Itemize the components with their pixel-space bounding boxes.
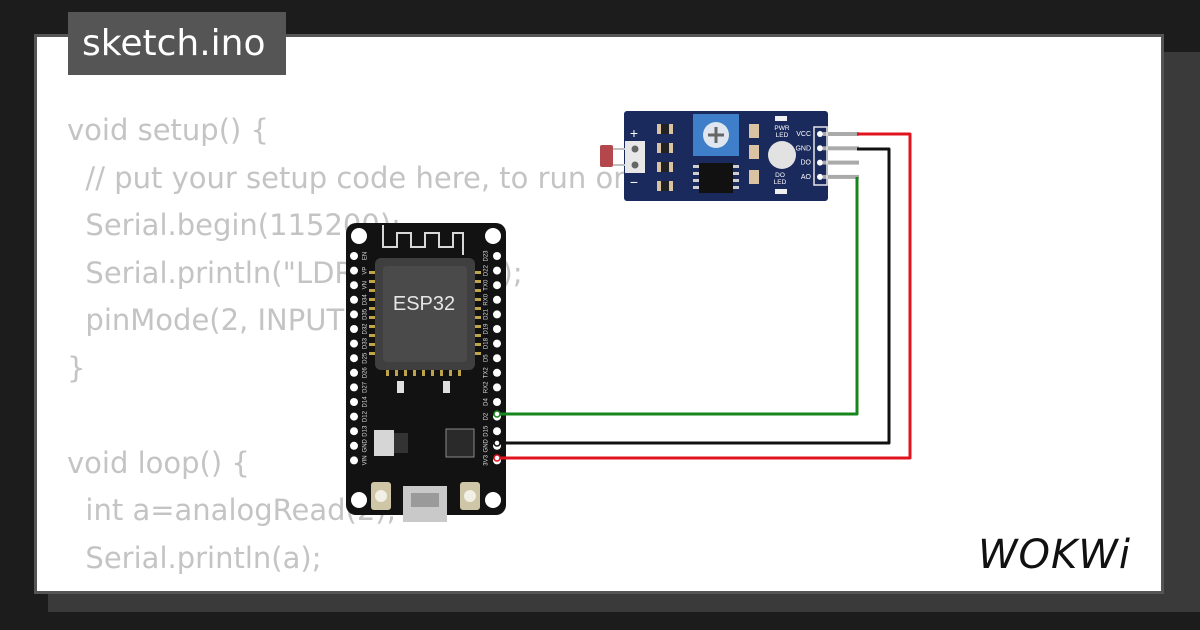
- esp32-pin-label: D21: [484, 308, 490, 320]
- ldr-pin-label: VCC: [796, 131, 811, 138]
- minus-marker: −: [630, 174, 638, 190]
- esp32-pin-label: D22: [484, 264, 490, 276]
- esp32-pin-label: D27: [363, 381, 369, 393]
- esp32-label: ESP32: [393, 293, 455, 315]
- code-line[interactable]: }: [67, 350, 86, 385]
- esp32-pin[interactable]: [350, 281, 358, 290]
- ldr-pin[interactable]: [817, 173, 823, 180]
- svg-text:DO: DO: [775, 172, 785, 179]
- svg-text:LED: LED: [774, 179, 787, 186]
- esp32-pin-label: TX0: [484, 279, 490, 291]
- esp32-pin-label: RX2: [484, 381, 490, 393]
- circuit-diagram[interactable]: ESP32 ENVPVND34D35D32D33D25D26D27D14D12D…: [37, 37, 1164, 594]
- wire-vcc: [497, 132, 912, 460]
- code-line[interactable]: void setup() {: [67, 113, 269, 147]
- esp32-pin[interactable]: [350, 266, 358, 275]
- code-line[interactable]: delay(10); // this speeds up the simulat…: [67, 582, 700, 591]
- wire-ao: [497, 177, 859, 416]
- esp32-pin-label: D5: [484, 354, 490, 362]
- code-line[interactable]: void loop() {: [67, 445, 250, 480]
- esp32-pin-label: 3V3: [484, 454, 490, 465]
- plus-marker: +: [630, 125, 638, 141]
- file-tab[interactable]: sketch.ino: [68, 12, 286, 75]
- esp32-pin[interactable]: [350, 383, 358, 392]
- esp32-pin[interactable]: [493, 310, 501, 319]
- ldr-pin-label: DO: [801, 160, 812, 167]
- esp32-pin-label: D23: [484, 250, 490, 262]
- esp32-pin[interactable]: [350, 354, 358, 363]
- esp32-pin[interactable]: [493, 325, 501, 333]
- esp32-pin[interactable]: [350, 325, 358, 333]
- esp32-pin[interactable]: [493, 295, 501, 304]
- esp32-pin-label: D25: [363, 352, 369, 364]
- esp32-pin[interactable]: [350, 310, 358, 319]
- esp32-pin[interactable]: [493, 368, 501, 377]
- esp32-pin[interactable]: [493, 252, 501, 260]
- esp32-pin-label: D12: [363, 410, 369, 422]
- esp32-pin-label: RX0: [484, 293, 490, 305]
- esp32-pin-label: D15: [484, 425, 490, 437]
- esp32-pin-label: D2: [484, 412, 490, 420]
- ldr-pin[interactable]: [817, 159, 823, 166]
- esp32-pin[interactable]: [350, 441, 358, 450]
- esp32-pin[interactable]: [493, 266, 501, 275]
- esp32-pin-label: VIN: [363, 455, 369, 465]
- esp32-pin[interactable]: [350, 339, 358, 348]
- esp32-pin-label: D34: [363, 294, 369, 306]
- ldr-sensor-module[interactable]: + −: [600, 111, 859, 201]
- esp32-pin[interactable]: [493, 383, 501, 392]
- ldr-pin[interactable]: [817, 131, 823, 137]
- esp32-pin-label: D19: [484, 323, 490, 335]
- svg-text:PWR: PWR: [774, 125, 789, 132]
- esp32-pin[interactable]: [493, 427, 501, 436]
- esp32-pin-label: D33: [363, 337, 369, 349]
- svg-text:WOKWi: WOKWi: [978, 532, 1131, 578]
- code-line[interactable]: // put your setup code here, to run once…: [67, 160, 676, 195]
- esp32-pin-label: D35: [363, 308, 369, 320]
- wire-gnd: [497, 147, 891, 445]
- esp32-board[interactable]: ESP32 ENVPVND34D35D32D33D25D26D27D14D12D…: [346, 223, 506, 522]
- esp32-pin[interactable]: [350, 398, 358, 406]
- esp32-pin[interactable]: [350, 295, 358, 304]
- wires[interactable]: [493, 132, 912, 462]
- esp32-pin-label: VN: [363, 281, 369, 289]
- esp32-pin[interactable]: [493, 398, 501, 406]
- ldr-pin-label: GND: [795, 145, 811, 152]
- photoresistor[interactable]: [600, 145, 613, 167]
- wokwi-logo: WOKWi: [978, 532, 1131, 578]
- esp32-pin[interactable]: [350, 252, 358, 260]
- esp32-pin-label: TX2: [484, 367, 490, 379]
- esp32-pin-label: VP: [363, 267, 369, 275]
- esp32-pin[interactable]: [493, 354, 501, 363]
- esp32-pin[interactable]: [350, 412, 358, 421]
- code-line[interactable]: Serial.println(a);: [67, 540, 322, 575]
- esp32-pin-label: GND: [484, 438, 490, 452]
- esp32-pin[interactable]: [493, 339, 501, 348]
- esp32-pin-label: D14: [363, 396, 369, 408]
- ldr-pin[interactable]: [817, 145, 823, 152]
- esp32-pin-label: D4: [484, 398, 490, 406]
- esp32-pin-label: D13: [363, 425, 369, 437]
- esp32-pin-label: D18: [484, 337, 490, 349]
- esp32-pin[interactable]: [350, 368, 358, 377]
- esp32-pin-label: EN: [363, 252, 369, 260]
- ldr-pin-label: AO: [801, 174, 812, 181]
- esp32-pin[interactable]: [350, 427, 358, 436]
- esp32-pin[interactable]: [493, 281, 501, 290]
- esp32-pin[interactable]: [350, 456, 358, 465]
- svg-text:LED: LED: [776, 132, 789, 139]
- esp32-pin-label: D26: [363, 367, 369, 379]
- esp32-pin-label: GND: [363, 438, 369, 452]
- project-card[interactable]: void setup() { // put your setup code he…: [34, 34, 1164, 594]
- esp32-pin-label: D32: [363, 323, 369, 335]
